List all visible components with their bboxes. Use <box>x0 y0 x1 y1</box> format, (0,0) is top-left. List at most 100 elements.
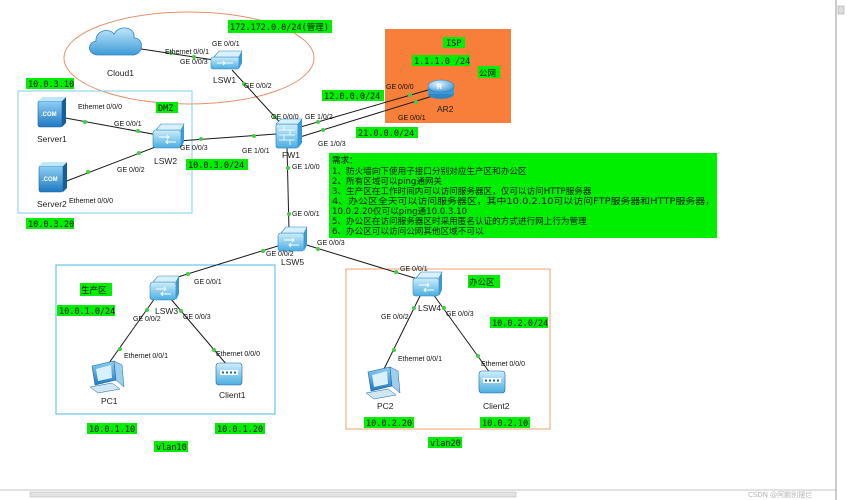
port-dot <box>273 115 277 119</box>
vlan10-tag: vlan10 <box>156 443 187 453</box>
switch-icon <box>412 271 443 297</box>
fw1-label: FW1 <box>282 150 300 160</box>
lsw2-label: LSW2 <box>154 156 177 166</box>
port-dot <box>212 348 216 352</box>
ar2-device[interactable]: R AR2 <box>427 79 455 114</box>
port-label: GE 0/0/3 <box>183 314 211 321</box>
port-label: GE 0/0/1 <box>194 279 222 286</box>
port-dot <box>261 249 265 253</box>
server1-device[interactable]: .COM Server1 <box>37 97 67 144</box>
switch-icon <box>210 50 243 70</box>
pc1-device[interactable]: PC1 <box>89 360 125 406</box>
port-label: GE 0/0/2 <box>381 314 409 321</box>
pc2-ip-tag: 10.0.2.20 <box>366 419 412 429</box>
svg-text:R: R <box>437 84 442 91</box>
lsw4-device[interactable]: LSW4 <box>412 271 443 313</box>
port-label: GE 0/0/3 <box>317 240 345 247</box>
client2-label: Client2 <box>483 401 510 411</box>
svg-text:.COM: .COM <box>42 177 58 183</box>
port-label: GE 1/0/2 <box>305 114 333 121</box>
pc-icon <box>365 366 401 400</box>
pc2-label: PC2 <box>377 401 394 411</box>
port-dot <box>252 134 256 138</box>
client-icon <box>478 370 506 394</box>
port-dot <box>321 128 325 132</box>
pc1-label: PC1 <box>101 396 118 406</box>
port-label: Ethernet 0/0/0 <box>78 104 122 111</box>
office-tag: 办公区 <box>469 277 495 288</box>
port-dot <box>179 309 183 313</box>
lsw3-label: LSW3 <box>155 306 178 316</box>
port-dot <box>242 82 246 86</box>
port-label: GE 0/0/1 <box>212 41 240 48</box>
lsw5-device[interactable]: LSW5 <box>277 226 308 267</box>
requirement-line: 10.0.2.20仅可以ping通10.0.3.10 <box>332 205 467 217</box>
requirement-line: 4、办公区全天可以访问服务器区，其中10.0.2.10可以访问FTP服务器和HT… <box>332 195 715 207</box>
port-dot <box>186 272 190 276</box>
pc2-device[interactable]: PC2 <box>365 366 401 411</box>
port-dot <box>169 51 173 55</box>
horizontal-scrollbar[interactable] <box>29 491 517 498</box>
lsw2-device[interactable]: LSW2 <box>152 123 185 166</box>
lsw5-label: LSW5 <box>281 257 304 267</box>
client-icon <box>215 362 243 386</box>
scroll-arrow-up[interactable] <box>837 5 845 15</box>
port-dot <box>408 93 412 97</box>
cloud1-device[interactable]: Cloud1 <box>89 27 142 78</box>
switch-icon <box>152 123 185 149</box>
address-tags: 172.172.0.0/24(管理) ISP 1.1.1.0 /24 公网 10… <box>26 20 548 453</box>
port-label: GE 0/0/0 <box>386 84 414 91</box>
port-label: Ethernet 0/0/0 <box>481 361 525 368</box>
port-dots <box>83 51 480 358</box>
port-label: GE 1/0/1 <box>242 148 270 155</box>
link-21-tag: 21.0.0.0/24 <box>358 129 414 139</box>
port-label: GE 1/0/3 <box>318 141 346 148</box>
vlan20-tag: vlan20 <box>430 439 461 449</box>
requirement-line: 1、防火墙向下使用子接口分别对应生产区和办公区 <box>332 165 527 177</box>
port-label: GE 0/0/2 <box>266 251 294 258</box>
port-dot <box>136 129 140 133</box>
port-label: Ethernet 0/0/1 <box>398 356 442 363</box>
svg-text:.COM: .COM <box>41 112 57 118</box>
isp-subnet-tag: 1.1.1.0 /24 <box>414 57 470 67</box>
port-dot <box>287 212 291 216</box>
port-dot <box>86 170 90 174</box>
port-dot <box>392 348 396 352</box>
lsw4-label: LSW4 <box>418 303 441 313</box>
server2-device[interactable]: .COM Server2 <box>37 162 67 209</box>
client1-device[interactable]: Client1 <box>215 362 246 400</box>
pc1-ip-tag: 10.0.1.10 <box>89 425 135 435</box>
port-label: Ethernet 0/0/0 <box>216 351 260 358</box>
port-label: GE 0/0/2 <box>117 167 145 174</box>
port-dot <box>414 100 418 104</box>
requirements-background <box>329 153 717 238</box>
port-dot <box>137 151 141 155</box>
port-label: GE 0/0/3 <box>446 311 474 318</box>
port-label: Ethernet 0/0/1 <box>124 353 168 360</box>
link-server2-lsw2 <box>63 145 159 183</box>
cloud1-label: Cloud1 <box>107 68 134 78</box>
requirement-line: 3、生产区在工作时间内可以访问服务器区，仅可以访问HTTP服务器 <box>332 185 592 197</box>
port-label: GE 0/0/1 <box>400 266 428 273</box>
port-dot <box>192 55 196 59</box>
dmz-subnet-tag: 10.0.3.0/24 <box>188 161 244 171</box>
server-icon: .COM <box>37 97 66 128</box>
port-labels: Ethernet 0/0/1 GE 0/0/1 GE 0/0/3 GE 0/0/… <box>69 41 525 368</box>
port-dot <box>394 270 398 274</box>
port-label: GE 0/0/1 <box>398 115 426 122</box>
port-dot <box>83 120 87 124</box>
firewall-icon <box>275 118 303 149</box>
lsw1-label: LSW1 <box>213 75 236 85</box>
client2-device[interactable]: Client2 <box>478 370 510 411</box>
link-fw1-lsw5 <box>286 146 290 231</box>
port-dot <box>286 166 290 170</box>
office-area <box>345 268 551 430</box>
fw1-device[interactable]: FW1 <box>275 118 303 160</box>
lsw1-device[interactable]: LSW1 <box>210 50 243 85</box>
client1-ip-tag: 10.0.1.20 <box>217 425 263 435</box>
port-label: Ethernet 0/0/1 <box>165 49 209 56</box>
switch-icon <box>149 275 180 301</box>
lsw3-device[interactable]: LSW3 <box>149 275 180 316</box>
link-server1-lsw2 <box>59 116 159 136</box>
